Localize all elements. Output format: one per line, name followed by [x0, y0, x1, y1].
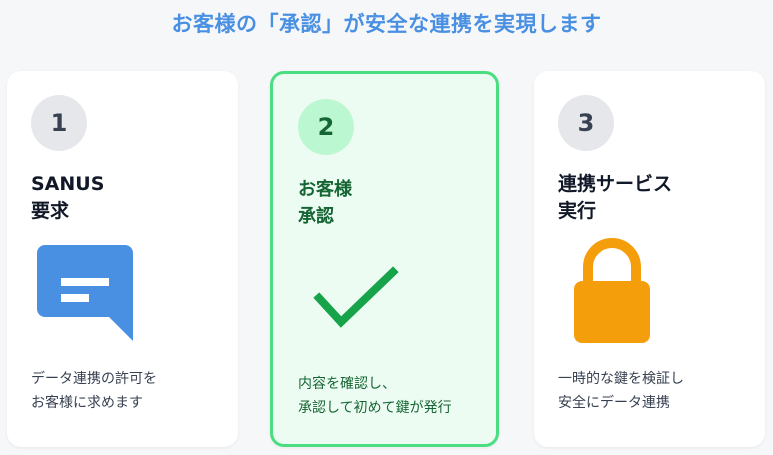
step-title-line: お客様 — [298, 179, 352, 200]
step-description-line: 承認して初めて鍵が発行 — [298, 400, 452, 416]
step-number-badge: 1 — [31, 95, 87, 151]
step-title-line: 承認 — [298, 206, 334, 227]
step-description: 内容を確認し、 承認して初めて鍵が発行 — [298, 372, 452, 420]
step-card-execute: 3 連携サービス 実行 一時的な鍵を検証し 安全にデータ連携 — [534, 71, 765, 447]
step-description: 一時的な鍵を検証し 安全にデータ連携 — [558, 367, 684, 415]
step-number-badge: 2 — [298, 99, 354, 155]
step-title: 連携サービス 実行 — [558, 171, 672, 225]
page-headline: お客様の「承認」が安全な連携を実現します — [171, 12, 602, 36]
chat-bubble-icon — [37, 245, 133, 341]
step-title-line: 実行 — [558, 200, 597, 222]
step-card-request: 1 SANUS 要求 データ連携の許可を お客様に求めます — [7, 71, 238, 447]
step-description-line: 安全にデータ連携 — [558, 395, 670, 411]
step-title: SANUS 要求 — [31, 171, 104, 225]
checkmark-icon — [313, 266, 399, 328]
step-description-line: 内容を確認し、 — [298, 376, 396, 392]
step-title-line: SANUS — [31, 173, 105, 195]
step-title-line: 連携サービス — [558, 173, 673, 195]
step-description-line: データ連携の許可を — [31, 371, 157, 387]
lock-icon — [574, 238, 650, 343]
step-title: お客様 承認 — [298, 176, 352, 230]
step-description-line: 一時的な鍵を検証し — [558, 371, 684, 387]
step-number-badge: 3 — [558, 95, 614, 151]
step-description: データ連携の許可を お客様に求めます — [31, 367, 157, 415]
step-title-line: 要求 — [31, 200, 70, 222]
step-card-approve: 2 お客様 承認 内容を確認し、 承認して初めて鍵が発行 — [270, 71, 499, 447]
step-description-line: お客様に求めます — [31, 395, 143, 411]
